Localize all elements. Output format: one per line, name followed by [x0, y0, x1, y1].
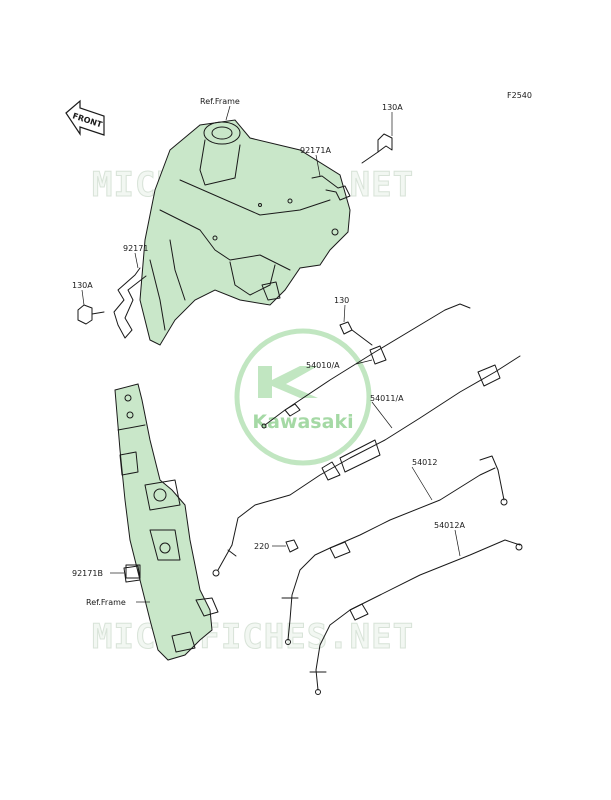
kawasaki-logo: Kawasaki — [234, 328, 372, 466]
callout-130a-top: 130A — [382, 103, 403, 112]
callout-ref-frame-bottom: Ref.Frame — [86, 598, 126, 607]
front-arrow-icon: FRONT — [65, 99, 105, 136]
cable-54012 — [281, 455, 508, 645]
bolt-130a-top — [361, 133, 393, 164]
callout-130a-left: 130A — [72, 281, 93, 290]
callout-ref-frame-top: Ref.Frame — [200, 97, 240, 106]
cable-54011a — [212, 355, 521, 577]
bolt-220 — [285, 539, 299, 553]
leader-lines — [81, 105, 461, 603]
callout-92171a: 92171A — [300, 146, 331, 155]
logo-text: Kawasaki — [252, 411, 353, 433]
callout-54012: 54012 — [412, 458, 437, 467]
callout-92171b: 92171B — [72, 569, 103, 578]
bolt-130 — [339, 321, 373, 346]
callout-54010a: 54010/A — [306, 361, 340, 370]
cable-54012a — [309, 539, 523, 695]
diagram-code: F2540 — [507, 91, 532, 100]
callout-54012a: 54012A — [434, 521, 465, 530]
bolt-130a-left — [77, 304, 105, 325]
callout-220: 220 — [254, 542, 269, 551]
callout-130: 130 — [334, 296, 349, 305]
clamp-92171a — [311, 175, 351, 201]
callout-54011a: 54011/A — [370, 394, 404, 403]
cable-54010a — [261, 303, 471, 429]
clamp-92171b — [123, 565, 141, 583]
clamp-92171 — [113, 267, 147, 339]
callout-92171: 92171 — [123, 244, 148, 253]
frame-upper — [139, 119, 351, 346]
watermark-bottom: MICROFICHES.NET — [92, 617, 414, 657]
